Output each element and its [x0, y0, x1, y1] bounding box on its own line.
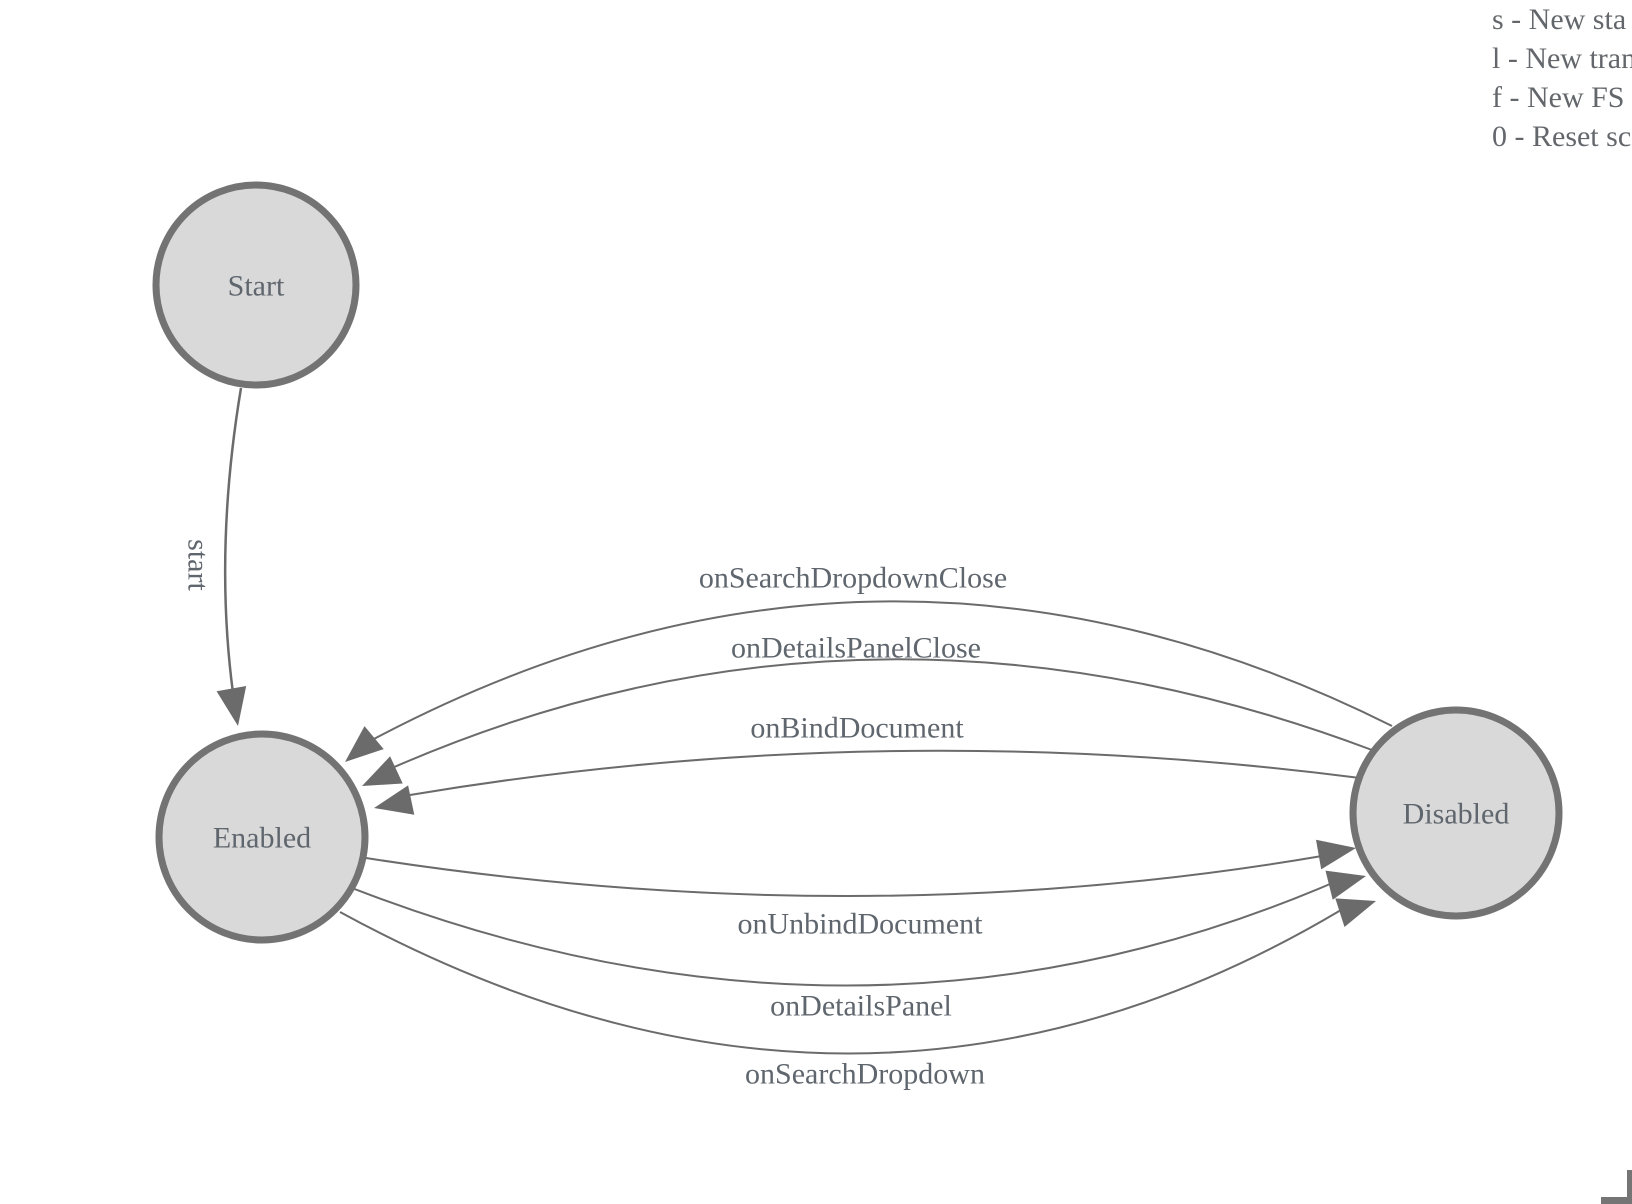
transition-label: start: [182, 539, 215, 591]
edge-path: [339, 909, 1342, 1055]
edge-path: [351, 883, 1331, 987]
transition-edge-ondetailspanel: onDetailsPanel: [351, 870, 1366, 1023]
state-label: Start: [228, 270, 285, 303]
state-node-enabled[interactable]: Enabled: [155, 730, 369, 944]
transition-edge-onsearchdropdownclose: onSearchDropdownClose: [345, 562, 1393, 762]
arrowhead: [216, 686, 247, 726]
transition-edge-start: start: [182, 387, 247, 726]
state-node-start[interactable]: Start: [152, 181, 360, 389]
legend-line: f - New FS: [1492, 81, 1625, 114]
legend-line: 0 - Reset sc: [1492, 120, 1631, 153]
state-circle[interactable]: [1349, 706, 1563, 920]
legend: s - New sta l - New tran f - New FS 0 - …: [1492, 3, 1632, 153]
state-node-disabled[interactable]: Disabled: [1349, 706, 1563, 920]
transition-label: onDetailsPanel: [770, 990, 952, 1023]
arrowhead: [345, 726, 384, 762]
arrowhead: [1335, 898, 1376, 927]
transition-label: onUnbindDocument: [738, 908, 984, 941]
transition-label: onBindDocument: [750, 712, 964, 745]
state-circle[interactable]: [152, 181, 360, 389]
transition-edge-ondetailspanelclose: onDetailsPanelClose: [362, 632, 1373, 786]
state-label: Enabled: [213, 822, 311, 855]
transition-label: onSearchDropdownClose: [699, 562, 1007, 595]
legend-line: s - New sta: [1492, 3, 1626, 36]
transition-edge-onbinddocument: onBindDocument: [374, 712, 1361, 815]
arrowhead: [374, 785, 415, 815]
legend-line: l - New tran: [1492, 42, 1632, 75]
transition-edge-onsearchdropdown: onSearchDropdown: [339, 898, 1376, 1091]
edge-path: [391, 658, 1373, 769]
arrowhead: [362, 756, 403, 786]
transition-label: onSearchDropdown: [745, 1058, 985, 1091]
edge-path: [371, 600, 1393, 741]
edge-path: [223, 387, 243, 694]
edge-path: [409, 749, 1361, 796]
arrowhead: [1325, 870, 1366, 900]
transition-label: onDetailsPanelClose: [731, 632, 981, 665]
arrowhead: [1316, 839, 1356, 870]
state-circle[interactable]: [155, 730, 369, 944]
offscreen-element-corner: [1601, 1170, 1632, 1204]
state-label: Disabled: [1403, 798, 1510, 831]
transition-edge-onunbinddocument: onUnbindDocument: [365, 839, 1356, 941]
edge-path: [365, 855, 1323, 897]
